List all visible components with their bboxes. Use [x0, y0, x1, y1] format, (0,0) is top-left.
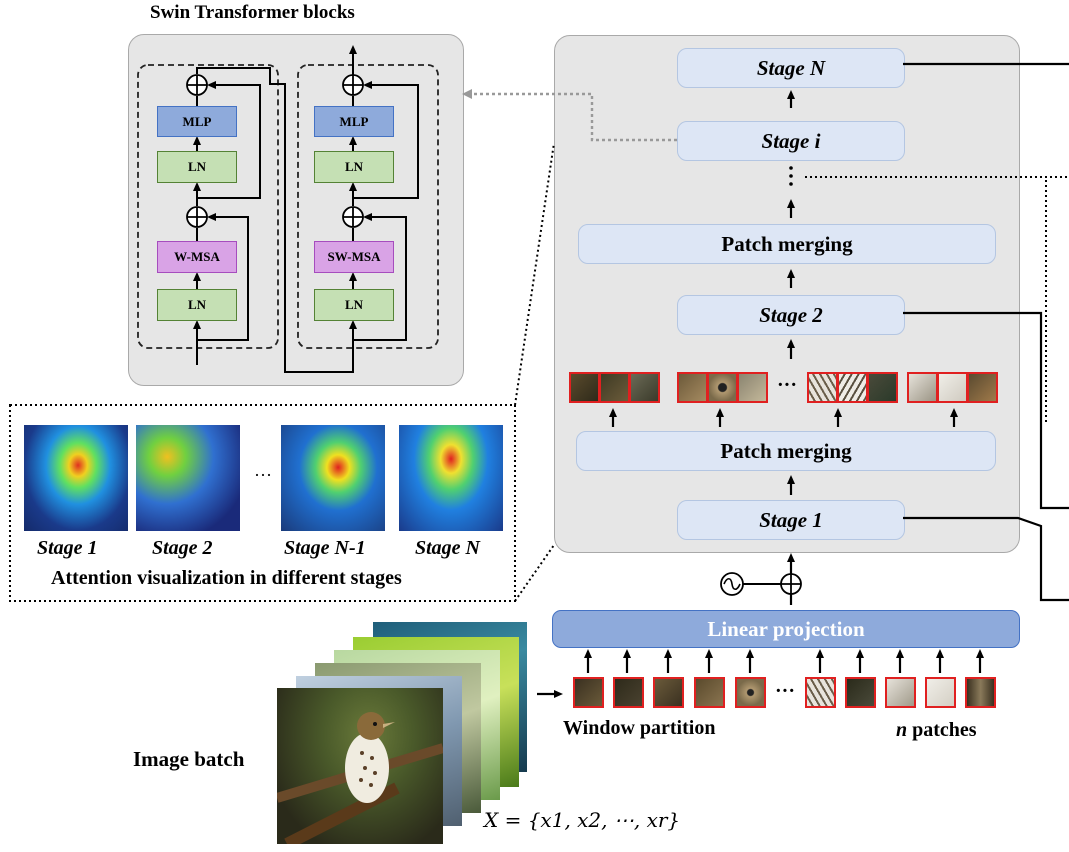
n-patches-text: patches	[907, 719, 977, 741]
stage-i-box: Stage i	[677, 121, 905, 161]
stage-patch	[907, 372, 938, 403]
window-patch	[885, 677, 916, 708]
stage-1-box: Stage 1	[677, 500, 905, 540]
patch-merging-upper-box: Patch merging	[578, 224, 996, 264]
attention-label-stage-n: Stage N	[415, 537, 480, 559]
window-patch	[845, 677, 876, 708]
stage-patch	[937, 372, 968, 403]
window-patch	[613, 677, 644, 708]
window-patch	[653, 677, 684, 708]
n-patches-label: n patches	[896, 719, 977, 742]
stage-n-box: Stage N	[677, 48, 905, 88]
attention-label-stage-n-1: Stage N-1	[284, 537, 366, 559]
attention-map-stage-n	[399, 425, 503, 531]
window-partition-label: Window partition	[563, 717, 716, 739]
stage-patch	[867, 372, 898, 403]
attention-map-stage-1	[24, 425, 128, 531]
right-ln-bottom-block: LN	[314, 289, 394, 321]
batch-image-1	[277, 688, 443, 844]
attention-label-stage-1: Stage 1	[37, 537, 98, 559]
window-patch	[925, 677, 956, 708]
attention-label-stage-2: Stage 2	[152, 537, 213, 559]
window-patch	[735, 677, 766, 708]
left-ln-mid-block: LN	[157, 151, 237, 183]
swin-blocks-panel	[128, 34, 464, 386]
attention-map-stage-n-1	[281, 425, 385, 531]
window-patches-ellipsis: ···	[775, 680, 796, 702]
image-batch-label: Image batch	[133, 747, 245, 771]
attention-ellipsis: ···	[254, 465, 272, 485]
stage-patch	[737, 372, 768, 403]
stage-patch	[677, 372, 708, 403]
window-patch	[694, 677, 725, 708]
stage-2-box: Stage 2	[677, 295, 905, 335]
right-mlp-block: MLP	[314, 106, 394, 137]
stage-patch	[707, 372, 738, 403]
linear-projection-box: Linear projection	[552, 610, 1020, 648]
right-ln-mid-block: LN	[314, 151, 394, 183]
stage-patches-ellipsis: ···	[777, 374, 798, 396]
formula: X = {x1, x2, ⋯, xr}	[484, 808, 681, 832]
stage-patch	[837, 372, 868, 403]
left-ln-bottom-block: LN	[157, 289, 237, 321]
left-mlp-block: MLP	[157, 106, 237, 137]
attention-caption: Attention visualization in different sta…	[51, 567, 402, 589]
attention-map-stage-2	[136, 425, 240, 531]
patch-merging-lower-box: Patch merging	[576, 431, 996, 471]
window-patch	[805, 677, 836, 708]
stage-patch	[629, 372, 660, 403]
linear-projection-label: Linear projection	[707, 616, 865, 641]
blocks-title: Swin Transformer blocks	[150, 2, 355, 23]
bird-photo-icon	[277, 712, 443, 844]
stage-patch	[599, 372, 630, 403]
window-patch	[965, 677, 996, 708]
right-swmsa-block: SW-MSA	[314, 241, 394, 273]
window-patch	[573, 677, 604, 708]
stage-patch	[807, 372, 838, 403]
n-variable: n	[896, 719, 908, 741]
left-wmsa-block: W-MSA	[157, 241, 237, 273]
stage-patch	[569, 372, 600, 403]
stage-patch	[967, 372, 998, 403]
